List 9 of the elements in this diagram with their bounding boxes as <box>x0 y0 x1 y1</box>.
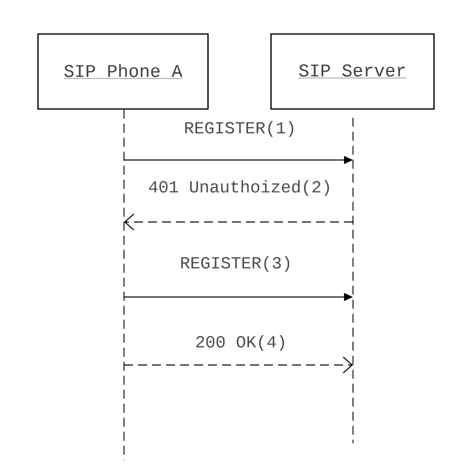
message-arrow <box>124 214 353 230</box>
message-label: REGISTER(3) <box>178 255 294 273</box>
lifeline <box>352 117 354 444</box>
participant-box: SIP Phone A <box>37 33 209 110</box>
message-label: REGISTER(1) <box>182 120 298 138</box>
message-label: 200 OK(4) <box>194 334 288 352</box>
participant-box: SIP Server <box>270 33 435 110</box>
message-label: 401 Unauthoized(2) <box>147 179 333 197</box>
message-arrow <box>124 356 353 374</box>
